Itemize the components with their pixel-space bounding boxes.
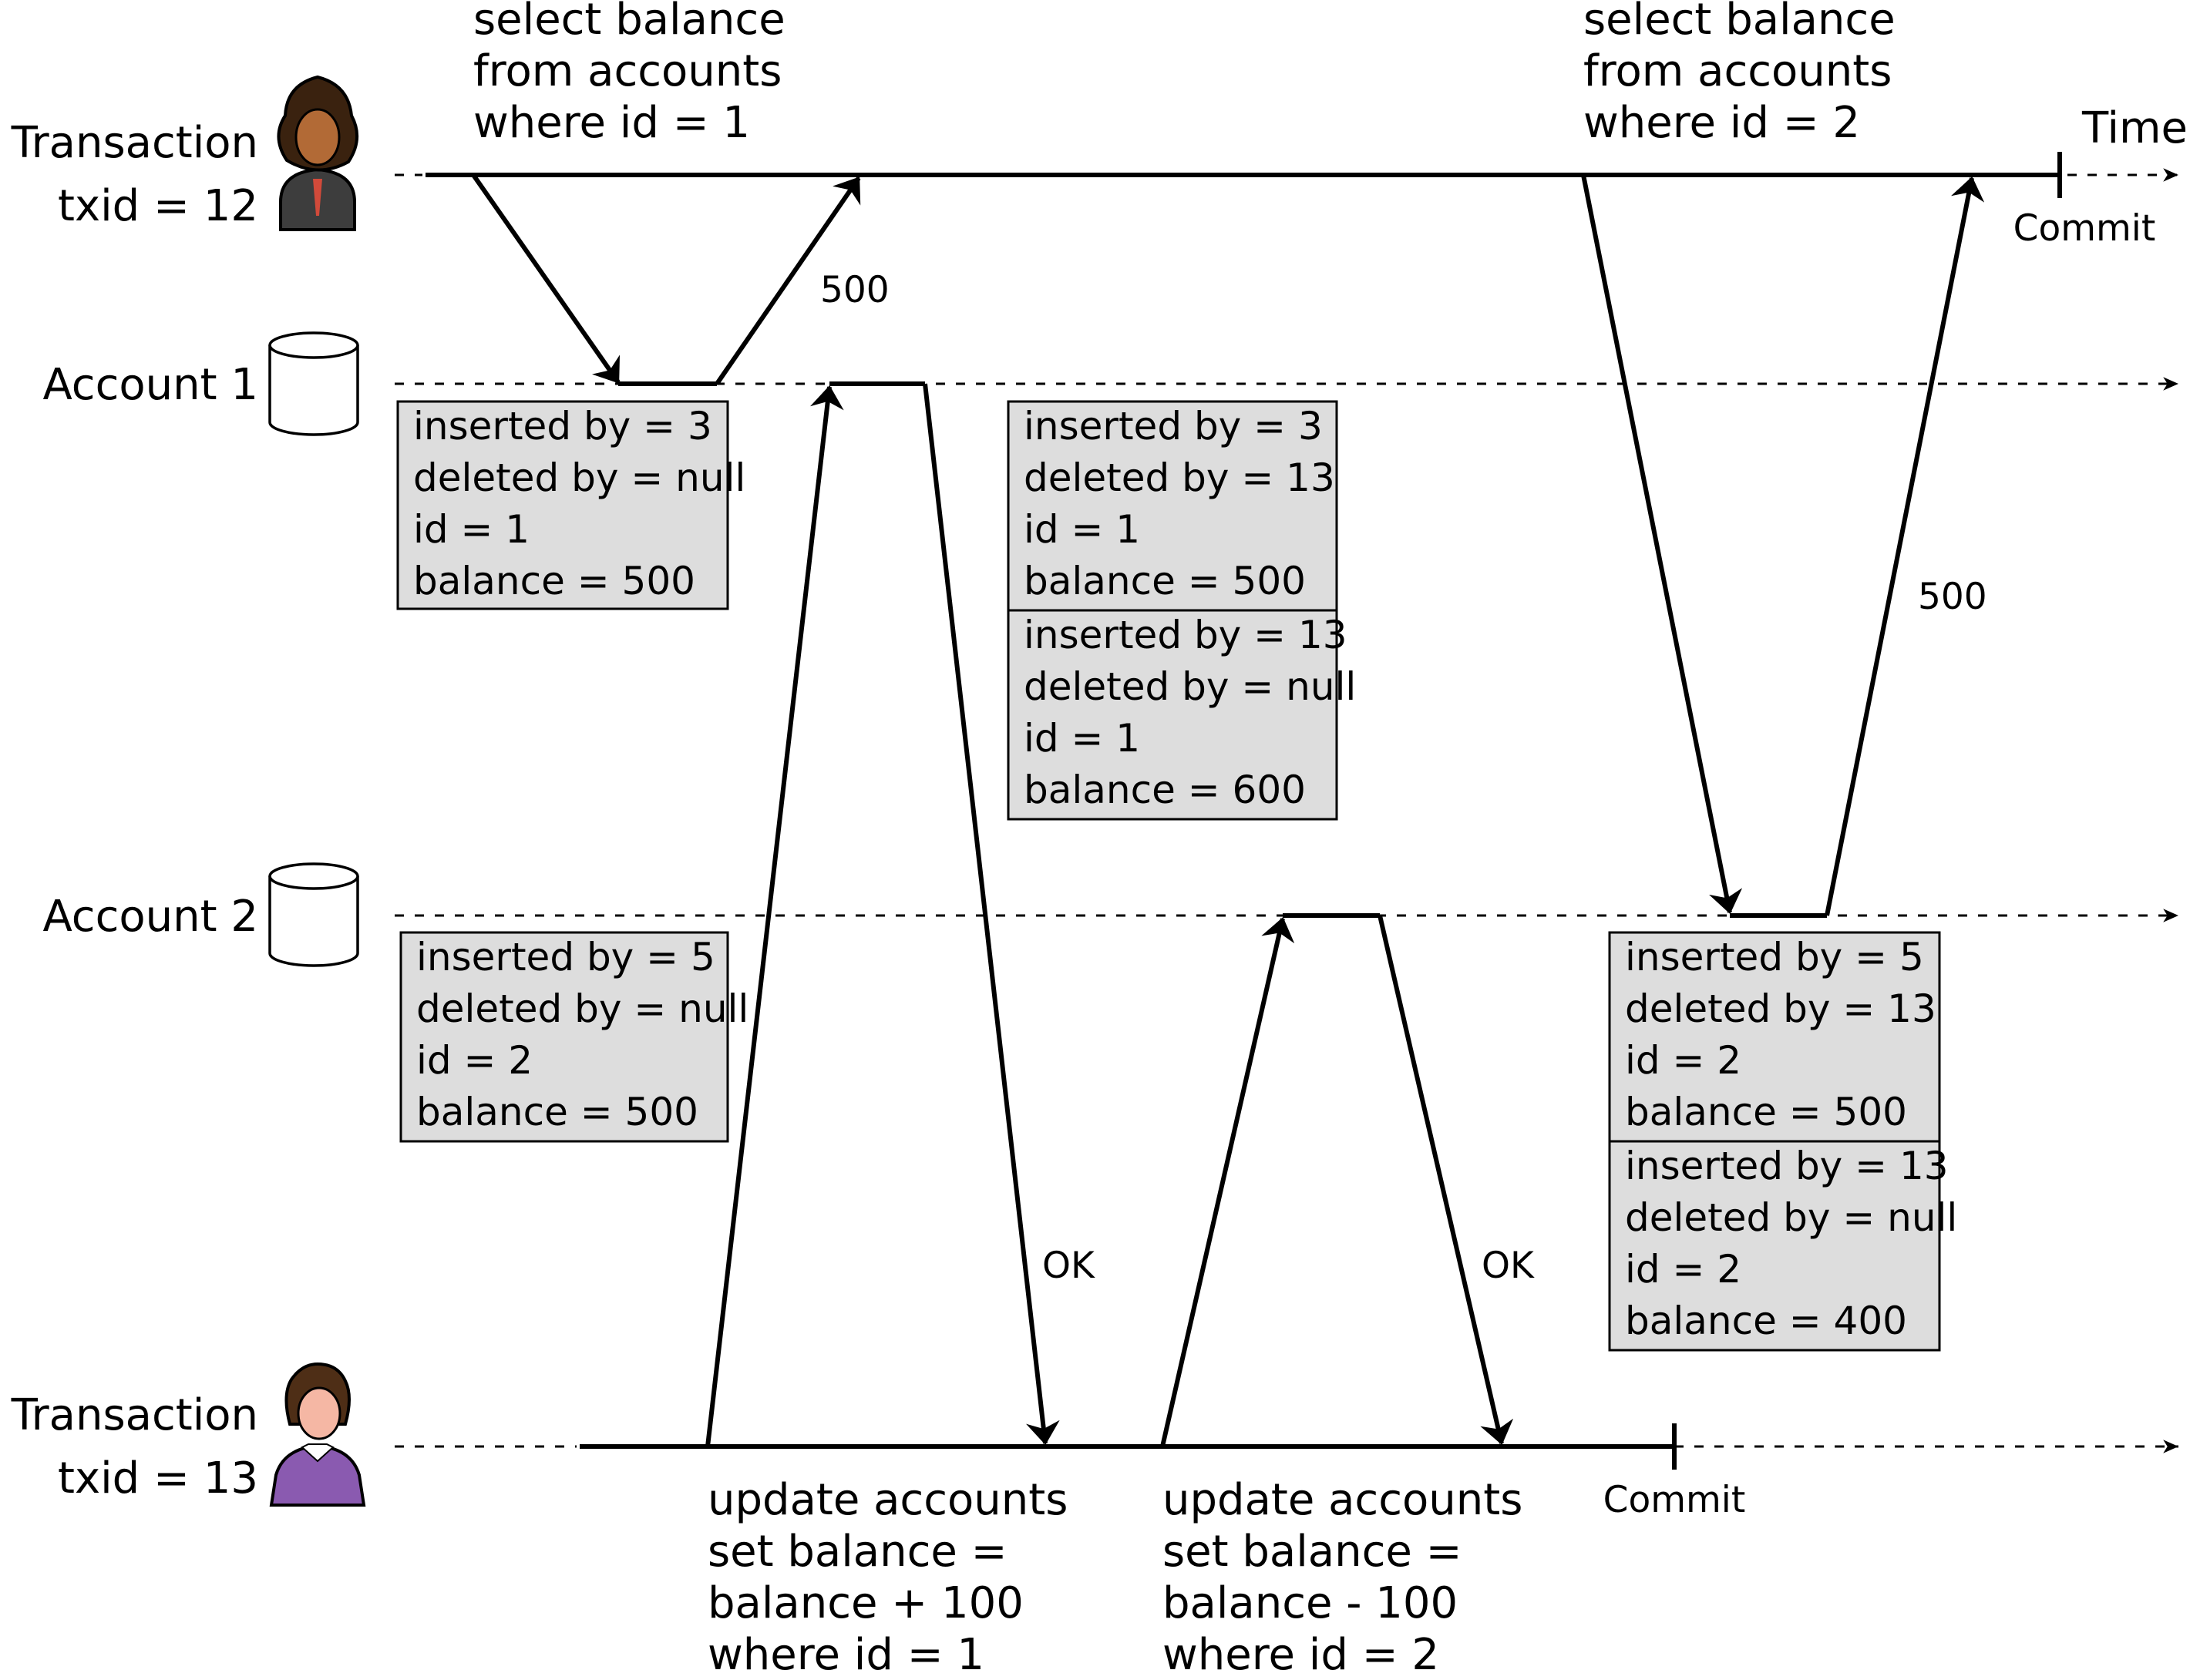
row-field: id = 2 [1625, 1247, 1741, 1292]
query-line: update accounts [1162, 1475, 1522, 1525]
row-field: deleted by = null [1024, 664, 1356, 709]
row-field: inserted by = 5 [416, 935, 715, 979]
row-version-account2-original: inserted by = 5 deleted by = null id = 2… [399, 931, 749, 1143]
row-version-account1-original: inserted by = 3 deleted by = null id = 1… [396, 400, 745, 610]
row-field: deleted by = 13 [1625, 986, 1936, 1031]
row-field: inserted by = 3 [413, 404, 712, 449]
row-field: deleted by = null [413, 455, 745, 500]
account2-label: Account 2 [42, 892, 258, 942]
row-field: balance = 600 [1024, 768, 1306, 812]
query-line: from accounts [473, 46, 782, 96]
arrow-update2-response [1378, 915, 1514, 1445]
query-line: from accounts [1583, 46, 1892, 96]
arrow-update1-request [705, 385, 844, 1447]
row-version-account1-new: inserted by = 13 deleted by = null id = … [1007, 609, 1356, 821]
arrow-select2-response [1825, 176, 1985, 916]
query-line: where id = 1 [708, 1630, 984, 1680]
row-field: inserted by = 3 [1024, 404, 1323, 449]
tx12-label-line2: txid = 12 [58, 181, 258, 231]
row-version-account1-deleted: inserted by = 3 deleted by = 13 id = 1 b… [1007, 400, 1338, 612]
row-field: balance = 500 [1625, 1090, 1907, 1134]
row-field: deleted by = null [1625, 1195, 1957, 1240]
arrow-select2-request [1581, 174, 1743, 914]
query-line: where id = 1 [473, 98, 750, 148]
query-line: select balance [473, 0, 786, 45]
row-field: inserted by = 5 [1625, 935, 1924, 979]
row-field: id = 2 [1625, 1038, 1741, 1083]
messages [471, 173, 1985, 1447]
row-field: inserted by = 13 [1625, 1144, 1949, 1188]
active-segments [426, 152, 2062, 1470]
row-field: balance = 500 [1024, 559, 1306, 603]
database-icon-account1 [268, 331, 359, 436]
arrow-select1-request [471, 173, 621, 384]
commit-label-tx13: Commit [1603, 1479, 1746, 1521]
database-icon-account2 [268, 862, 359, 967]
query-line: where id = 2 [1583, 98, 1860, 148]
row-version-account2-deleted: inserted by = 5 deleted by = 13 id = 2 b… [1608, 931, 1941, 1143]
account1-label: Account 1 [42, 360, 258, 410]
query-select-id2: select balance from accounts where id = … [1583, 0, 1896, 148]
time-label: Time [2081, 103, 2188, 153]
arrow-update1-response [923, 383, 1060, 1445]
row-field: deleted by = null [416, 986, 749, 1031]
query-line: balance + 100 [708, 1578, 1024, 1628]
row-field: balance = 500 [416, 1090, 698, 1134]
response-500-account1: 500 [820, 269, 890, 311]
query-line: balance - 100 [1162, 1578, 1458, 1628]
row-field: balance = 500 [413, 559, 695, 603]
arrow-select1-response [715, 176, 861, 385]
timelines [395, 168, 2178, 1453]
query-update-id2: update accounts set balance = balance - … [1162, 1475, 1522, 1680]
query-line: where id = 2 [1162, 1630, 1439, 1680]
response-ok-update2: OK [1482, 1245, 1535, 1287]
tx13-label-line2: txid = 13 [58, 1453, 258, 1504]
query-select-id1: select balance from accounts where id = … [473, 0, 786, 148]
response-ok-update1: OK [1042, 1245, 1095, 1287]
lane-labels: Transaction txid = 12 Account 1 Account … [11, 103, 2188, 1504]
row-version-account2-new: inserted by = 13 deleted by = null id = … [1608, 1140, 1957, 1352]
query-line: select balance [1583, 0, 1896, 45]
query-line: set balance = [1162, 1527, 1462, 1577]
row-field: id = 1 [1024, 716, 1140, 761]
commit-label-tx12: Commit [2013, 207, 2156, 250]
query-line: update accounts [708, 1475, 1068, 1525]
query-line: set balance = [708, 1527, 1008, 1577]
arrow-update2-request [1160, 917, 1295, 1447]
row-field: id = 2 [416, 1038, 533, 1083]
user-avatar-icon-tx12 [277, 75, 359, 231]
row-field: inserted by = 13 [1024, 613, 1347, 657]
query-update-id1: update accounts set balance = balance + … [708, 1475, 1068, 1680]
tx13-label-line1: Transaction [11, 1390, 258, 1440]
row-field: deleted by = 13 [1024, 455, 1335, 500]
row-field: id = 1 [413, 507, 530, 552]
tx12-label-line1: Transaction [11, 118, 258, 168]
response-500-account2: 500 [1918, 576, 1987, 618]
row-field: id = 1 [1024, 507, 1140, 552]
user-avatar-icon-tx13 [269, 1362, 366, 1507]
row-field: balance = 400 [1625, 1299, 1907, 1343]
